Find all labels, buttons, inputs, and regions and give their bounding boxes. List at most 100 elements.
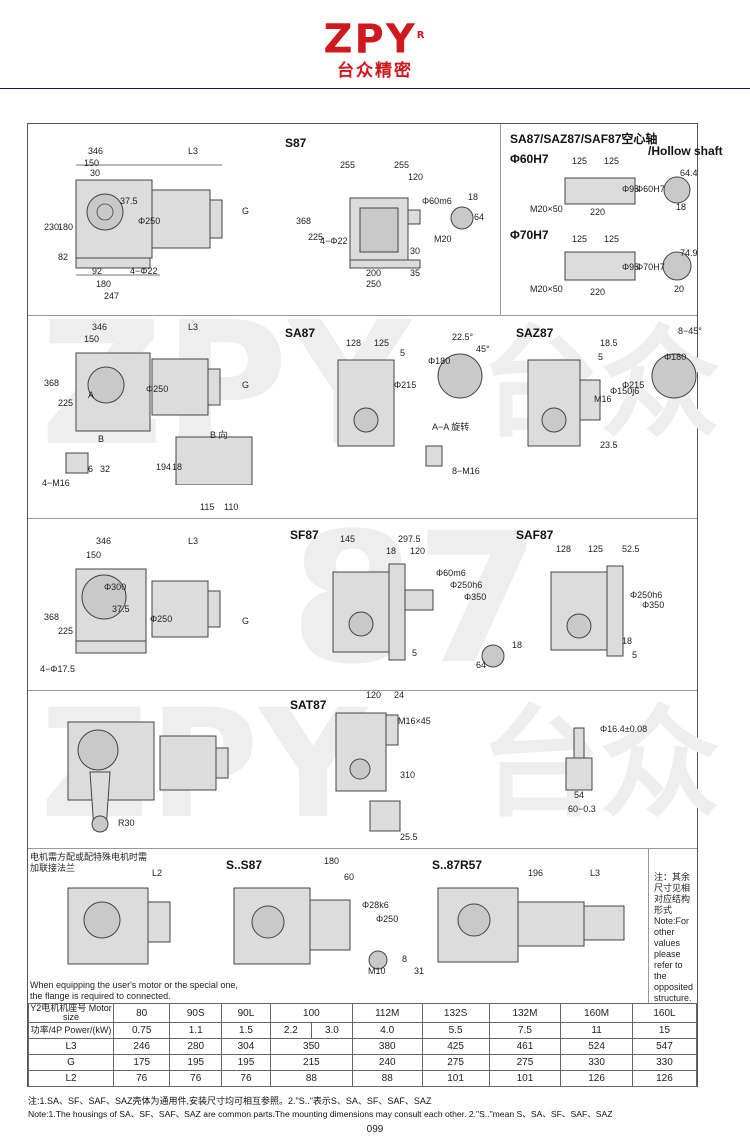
title-s-s87: S..S87 [226, 858, 263, 872]
dim-45: 45° [476, 344, 490, 354]
power-cell: 5.5 [421, 1022, 490, 1039]
dim-phi350: Φ350 [464, 592, 487, 602]
dim-20: 20 [674, 284, 685, 294]
sat87-drawing [335, 712, 401, 832]
dim-phi60m6: Φ60m6 [422, 196, 452, 206]
dim-4-m16: 4−M16 [42, 478, 70, 488]
section-divider [28, 690, 697, 691]
label-b: B [98, 434, 105, 444]
dim-l3: L3 [188, 536, 199, 546]
dim-35: 35 [410, 268, 421, 278]
watermark-cn-2: 台众 [480, 695, 720, 834]
dim-8-m16: 8−M16 [452, 466, 480, 476]
title-saz87: SAZ87 [516, 326, 554, 340]
value-cell: 461 [488, 1038, 562, 1055]
dim-52-5: 52.5 [622, 544, 640, 554]
dim-l3: L3 [590, 868, 601, 878]
value-cell: 547 [631, 1038, 698, 1055]
power-cell: 7.5 [488, 1022, 562, 1039]
size-cell: 160L [631, 1003, 698, 1023]
dim-phi60h7: Φ60H7 [636, 184, 665, 194]
dim-l3: L3 [188, 146, 199, 156]
value-cell: 275 [488, 1054, 562, 1071]
side-note-cn: 注：其余尺寸见相对应结构形式 [654, 872, 691, 915]
section-divider [28, 848, 697, 849]
value-cell: 101 [421, 1070, 490, 1087]
dim-125: 125 [588, 544, 604, 554]
dim-230: 230 [44, 222, 60, 232]
value-cell: 246 [112, 1038, 171, 1055]
title-sa87: SA87 [285, 326, 316, 340]
table-row-l3: L3 246 280 304 350 380 425 461 524 547 [28, 1038, 698, 1055]
title-phi70h7: Φ70H7 [510, 228, 549, 242]
value-cell: 215 [269, 1054, 353, 1071]
dim-m20x50-b: M20×50 [530, 284, 563, 294]
dim-255-a: 255 [340, 160, 356, 170]
dim-250: 250 [366, 279, 382, 289]
value-cell: 195 [169, 1054, 223, 1071]
dim-297-5: 297.5 [398, 534, 421, 544]
dim-64: 64 [476, 660, 487, 670]
power-cell: 1.1 [169, 1022, 223, 1039]
sa-left-view-drawing [65, 352, 253, 485]
dim-phi250: Φ250 [138, 216, 161, 226]
value-cell: 280 [169, 1038, 223, 1055]
torque-arm-pin-drawing [565, 727, 593, 791]
dim-4-phi22: 4−Φ22 [130, 266, 158, 276]
s87-front-drawing [349, 197, 474, 269]
dim-125: 125 [374, 338, 390, 348]
dim-225: 225 [308, 232, 324, 242]
dim-368: 368 [44, 378, 60, 388]
side-note-en: Note:For other values please refer to th… [654, 916, 694, 1003]
value-cell: 101 [488, 1070, 562, 1087]
dim-64-4: 64.4 [680, 168, 698, 178]
dim-8-45: 8−45° [678, 326, 702, 336]
dim-31: 31 [414, 966, 425, 976]
power-cell: 15 [631, 1022, 698, 1039]
value-cell: 350 [269, 1038, 353, 1055]
column-divider [500, 124, 501, 315]
dim-4-phi17-5: 4−Φ17.5 [40, 664, 75, 674]
dim-18: 18 [172, 462, 183, 472]
value-cell: 88 [269, 1070, 353, 1087]
size-cell: 112M [351, 1003, 423, 1023]
dim-phi215: Φ215 [622, 380, 645, 390]
header-motor-size: Y2电机机座号 Motor size [28, 1003, 114, 1023]
value-cell: 304 [221, 1038, 271, 1055]
title-s-87r57: S..87R57 [432, 858, 483, 872]
value-cell: 330 [631, 1054, 698, 1071]
dim-l2: L2 [152, 868, 163, 878]
dim-346: 346 [92, 322, 108, 332]
dim-5: 5 [598, 352, 604, 362]
value-cell: 76 [221, 1070, 271, 1087]
dim-368: 368 [296, 216, 312, 226]
title-sf87: SF87 [290, 528, 319, 542]
dim-125-d: 125 [604, 234, 620, 244]
note-en: Note:1.The housings of SA、SF、SAF、SAZ are… [28, 1109, 613, 1119]
value-cell: 88 [351, 1070, 423, 1087]
dim-phi150j6: Φ150j6 [610, 386, 640, 396]
label-a: A [88, 390, 95, 400]
dim-37-5: 37.5 [112, 604, 130, 614]
power-cell: 1.5 [221, 1022, 271, 1039]
flange-motor-drawing [67, 887, 171, 965]
dim-92: 92 [92, 266, 103, 276]
value-cell: 275 [421, 1054, 490, 1071]
dim-60: 60−0.3 [568, 804, 596, 814]
table-row-g: G 175 195 195 215 240 275 275 330 330 [28, 1054, 698, 1071]
sf-left-view-drawing [75, 568, 221, 654]
dim-220: 220 [590, 207, 606, 217]
power-cell: 3.0 [310, 1022, 353, 1039]
dim-g: G [242, 380, 250, 390]
dim-18: 18 [468, 192, 479, 202]
dim-phi16-4: Φ16.4±0.08 [600, 724, 648, 734]
dim-l3: L3 [188, 322, 199, 332]
power-cell: 11 [560, 1022, 633, 1039]
dim-310: 310 [400, 770, 416, 780]
flange-note-en: When equipping the user's motor or the s… [30, 980, 238, 1001]
power-cell: 2.2 [269, 1022, 312, 1039]
dim-346: 346 [96, 536, 112, 546]
value-cell: 76 [169, 1070, 223, 1087]
value-cell: 240 [351, 1054, 423, 1071]
dim-368: 368 [44, 612, 60, 622]
